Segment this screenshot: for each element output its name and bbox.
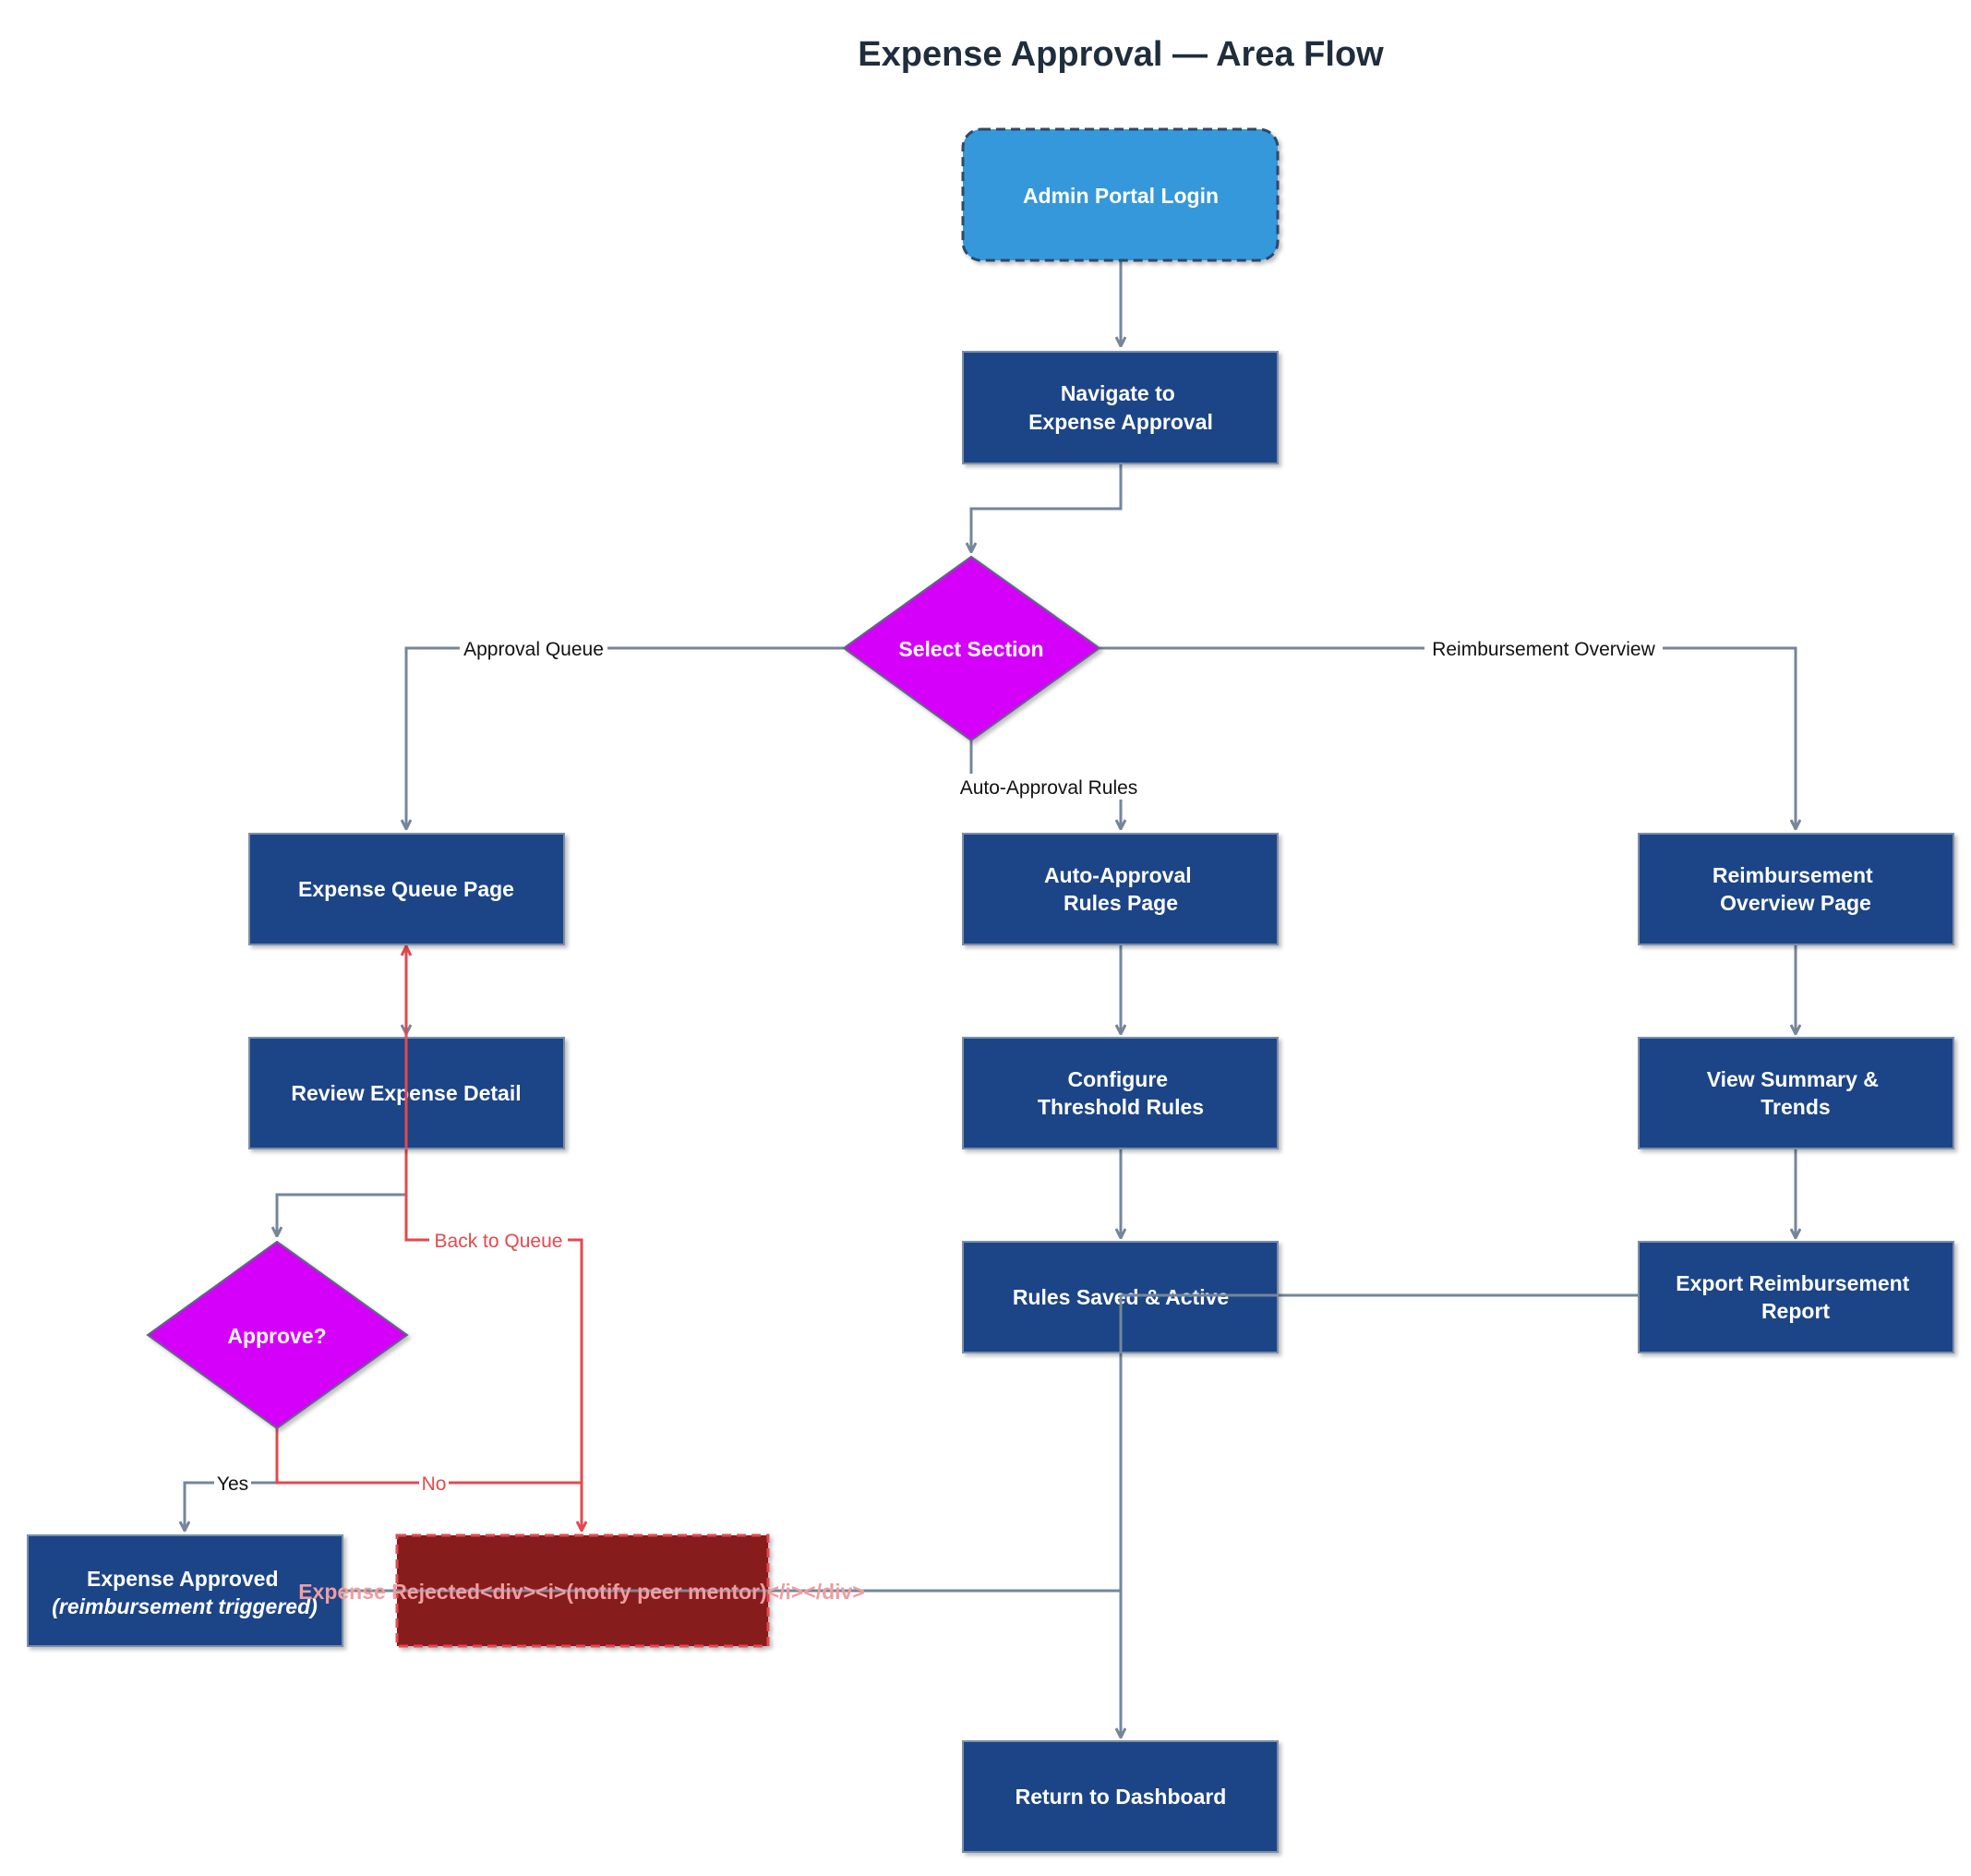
node-return-dashboard-label: Return to Dashboard (1016, 1785, 1227, 1809)
node-export-report-label: Export Reimbursement Report (1676, 1271, 1915, 1323)
node-navigate-line-1: Navigate to (1061, 381, 1175, 405)
node-rules-page[interactable]: Auto-Approval Rules Page (962, 833, 1279, 945)
queue-page-shape (248, 833, 565, 945)
node-export-report-line-1: Export Reimbursement (1676, 1271, 1909, 1295)
node-reimb-overview-line-1: Reimbursement (1713, 863, 1873, 887)
node-export-report-line-2: Report (1761, 1299, 1830, 1323)
edge-label-approval-queue: Approval Queue (463, 639, 604, 660)
node-rejected-label: Expense Rejected<div><i>(notify peer men… (298, 1580, 865, 1604)
node-summary-trends-label: View Summary & Trends (1707, 1067, 1885, 1119)
decision-approve-line-1: Approve? (227, 1324, 326, 1348)
edge-navigate-to-select (971, 463, 1123, 551)
export-report-shape (1638, 1241, 1954, 1353)
label-bg-back-to-queue (429, 1228, 568, 1252)
navigate-shape (962, 351, 1279, 464)
node-start[interactable]: Admin Portal Login (961, 127, 1280, 262)
decision-select-section[interactable]: Select Section (842, 555, 1101, 742)
node-queue-page[interactable]: Expense Queue Page (248, 833, 565, 945)
decision-approve-label: Approve? (227, 1324, 326, 1348)
edge-label-reimbursement-overview: Reimbursement Overview (1432, 639, 1655, 660)
node-reimb-overview-label: Reimbursement Overview Page (1713, 863, 1879, 915)
overlay-edges (343, 1038, 1278, 1593)
node-summary-trends-line-2: Trends (1761, 1095, 1830, 1119)
node-navigate-line-2: Expense Approval (1028, 410, 1213, 434)
edge-back-to-queue (406, 947, 583, 1483)
node-navigate[interactable]: Navigate to Expense Approval (962, 351, 1279, 464)
edge-select-to-reimb (1100, 646, 1796, 828)
node-approved-line-2: (reimbursement triggered) (52, 1594, 318, 1618)
node-return-dashboard-line-1: Return to Dashboard (1016, 1785, 1227, 1809)
edge-select-to-rules (969, 740, 1121, 828)
edge-label-back-to-queue: Back to Queue (435, 1231, 563, 1252)
node-queue-page-line-1: Expense Queue Page (298, 877, 514, 901)
label-bg-no (419, 1471, 449, 1495)
edge-review-to-approve (277, 1148, 408, 1235)
diagram-title: Expense Approval — Area Flow (858, 35, 1384, 74)
node-start-label: Admin Portal Login (1023, 184, 1219, 208)
node-queue-page-label: Expense Queue Page (298, 877, 514, 901)
node-rules-page-line-2: Rules Page (1064, 891, 1178, 915)
node-approved-line-1: Expense Approved (87, 1567, 278, 1591)
node-threshold-rules-line-2: Threshold Rules (1038, 1095, 1204, 1119)
label-bg-auto-approval-rules (951, 775, 1147, 799)
node-approved-label: Expense Approved (reimbursement triggere… (52, 1567, 318, 1618)
approve-shape (146, 1240, 409, 1430)
node-reimb-overview-line-2: Overview Page (1720, 891, 1871, 915)
edge-labels: Approval Queue Reimbursement Overview Au… (214, 636, 1663, 1495)
reimb-overview-shape (1638, 833, 1954, 945)
summary-trends-shape (1638, 1037, 1954, 1149)
node-rules-page-label: Auto-Approval Rules Page (1044, 863, 1197, 915)
node-summary-trends[interactable]: View Summary & Trends (1638, 1037, 1954, 1149)
start-shape (961, 127, 1280, 262)
label-bg-reimbursement-overview (1424, 636, 1663, 660)
edges (185, 260, 1796, 1737)
threshold-rules-shape (962, 1037, 1279, 1149)
decision-select-section-line-1: Select Section (898, 637, 1043, 661)
label-bg-yes (214, 1471, 251, 1495)
edge-label-no: No (422, 1473, 447, 1495)
node-threshold-rules[interactable]: Configure Threshold Rules (962, 1037, 1279, 1149)
node-reimb-overview[interactable]: Reimbursement Overview Page (1638, 833, 1954, 945)
approved-shape (27, 1534, 343, 1647)
node-return-dashboard[interactable]: Return to Dashboard (962, 1740, 1279, 1853)
decision-approve[interactable]: Approve? (146, 1240, 409, 1430)
select-section-shape (842, 555, 1101, 742)
return-dashboard-shape (962, 1740, 1279, 1853)
node-start-line-1: Admin Portal Login (1023, 184, 1219, 208)
node-threshold-rules-label: Configure Threshold Rules (1038, 1067, 1204, 1119)
edge-select-to-queue (406, 646, 844, 828)
edge-label-auto-approval-rules: Auto-Approval Rules (960, 777, 1138, 799)
node-threshold-rules-line-1: Configure (1068, 1067, 1169, 1091)
node-export-report[interactable]: Export Reimbursement Report (1638, 1241, 1954, 1353)
decision-select-section-label: Select Section (898, 637, 1043, 661)
edge-label-yes: Yes (217, 1473, 248, 1495)
node-summary-trends-line-1: View Summary & (1707, 1067, 1879, 1091)
node-approved[interactable]: Expense Approved (reimbursement triggere… (27, 1534, 343, 1647)
rules-page-shape (962, 833, 1279, 945)
node-navigate-label: Navigate to Expense Approval (1028, 381, 1213, 434)
label-bg-approval-queue (460, 636, 607, 660)
node-rules-page-line-1: Auto-Approval (1044, 863, 1192, 887)
